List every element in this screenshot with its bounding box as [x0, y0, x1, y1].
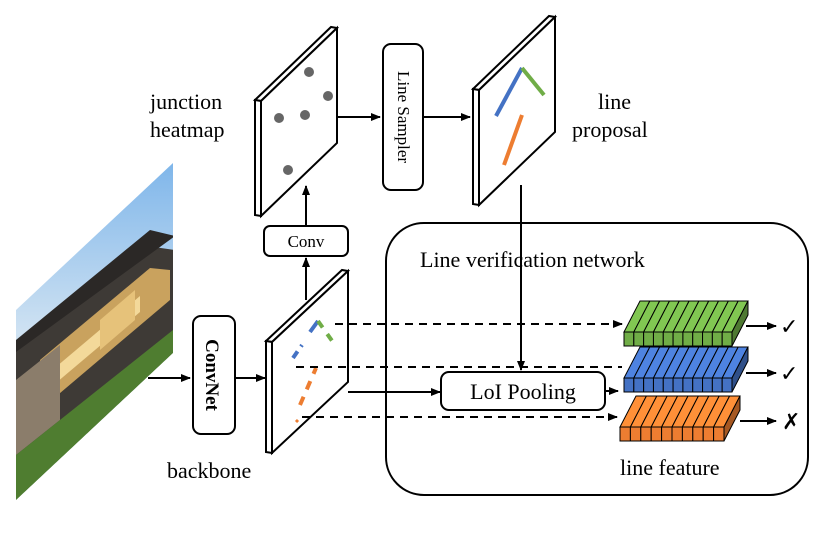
backbone-blue-line [291, 343, 304, 360]
input-image [16, 163, 173, 500]
backbone-orange-dot [294, 418, 300, 424]
feature-slat-front [640, 426, 652, 442]
feature-slat-front [702, 377, 713, 393]
line-proposal-label-1: line [598, 89, 631, 114]
feature-slat-front [672, 331, 684, 347]
junction-dot [300, 110, 310, 120]
feature-slat-front [662, 377, 674, 393]
feature-slat-front [702, 426, 715, 442]
cross-icon: ✗ [782, 410, 800, 435]
feature-slat-front [633, 331, 645, 347]
proposal-green-line [520, 66, 546, 97]
feature-slat-front [711, 331, 723, 347]
junction-heatmap-map [252, 25, 340, 219]
check-icon: ✓ [780, 362, 798, 387]
feature-slat-front [662, 331, 674, 347]
feature-slat-front [643, 331, 654, 347]
feature-slat-front [721, 331, 733, 347]
backbone-green-line [316, 319, 337, 347]
feature-slat-front [711, 377, 723, 393]
convnet-label: ConvNet [201, 339, 222, 411]
proposal-orange-line [502, 114, 524, 166]
feature-slat-front [650, 426, 663, 442]
feature-slat-front [623, 331, 635, 347]
line-sampler-box: Line Sampler [382, 43, 424, 191]
feature-slat-front [672, 377, 684, 393]
line-proposal-map [470, 14, 558, 208]
junction-heatmap-label-1: junction [149, 89, 222, 114]
line-sampler-label: Line Sampler [394, 71, 413, 163]
feature-slat-front [682, 377, 694, 393]
line-feature-green [623, 300, 749, 347]
junction-dot [283, 165, 293, 175]
feature-slat-front [713, 426, 725, 442]
loi-pooling-label: LoI Pooling [470, 379, 576, 404]
feature-slat-front [619, 426, 631, 442]
junction-dot [274, 113, 284, 123]
feature-slat-front [721, 377, 733, 393]
backbone-feature-map [263, 268, 351, 456]
feature-slat-front [652, 377, 664, 393]
feature-slat-front [652, 331, 664, 347]
line-proposal-label-2: proposal [572, 117, 648, 142]
proposal-blue-line [494, 67, 524, 117]
network-title: Line verification network [420, 247, 645, 272]
feature-slat-front [681, 426, 694, 442]
convnet-box: ConvNet [192, 315, 236, 435]
feature-slat-front [692, 331, 704, 347]
check-icon: ✓ [780, 315, 798, 340]
conv-label: Conv [288, 232, 325, 251]
feature-slat-front [629, 426, 642, 442]
feature-slat-front [623, 377, 635, 393]
line-feature-blue [623, 346, 749, 393]
line-verification-network-box [385, 222, 809, 496]
feature-slat-front [661, 426, 673, 442]
line-feature-label: line feature [620, 455, 720, 480]
feature-slat-front [702, 331, 713, 347]
feature-slat-front [682, 331, 694, 347]
line-feature-orange [619, 395, 741, 442]
feature-slat-front [633, 377, 645, 393]
junction-dot [304, 67, 314, 77]
backbone-blue-line-upper [308, 319, 320, 334]
backbone-label: backbone [167, 458, 251, 483]
conv-box: Conv [263, 225, 349, 257]
backbone-orange-line [298, 367, 318, 406]
feature-slat-front [643, 377, 654, 393]
feature-slat-front [671, 426, 683, 442]
loi-pooling-box: LoI Pooling [440, 371, 606, 411]
junction-heatmap-label-2: heatmap [150, 117, 225, 142]
feature-slat-front [692, 377, 704, 393]
junction-dot [323, 91, 333, 101]
feature-slat-front [692, 426, 704, 442]
